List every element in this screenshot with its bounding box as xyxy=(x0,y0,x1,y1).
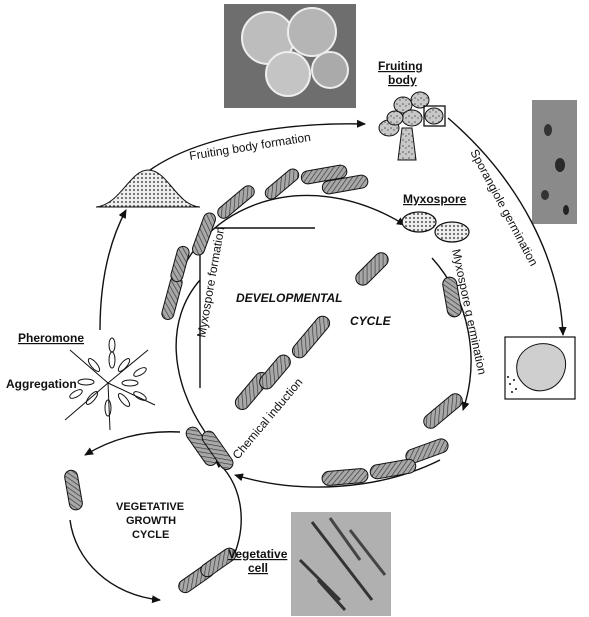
sporangiole-drawing xyxy=(505,337,575,399)
mound-drawing xyxy=(96,170,200,207)
fruiting-body-formation-label: Fruiting body formation xyxy=(188,130,311,163)
vegetative-cell-label-line1: Vegetative xyxy=(228,547,288,561)
aggregation-label: Aggregation xyxy=(6,377,77,391)
fruiting-body-drawing xyxy=(379,92,445,160)
arrow-aggregation-to-mound xyxy=(100,210,126,330)
sporangiole-germination-label: Sporangiole germination xyxy=(467,147,540,268)
micrograph-fruiting-body xyxy=(224,4,356,108)
arrow-veg-to-aggregation xyxy=(85,432,180,455)
vegetative-cell-label-line2: cell xyxy=(248,561,268,575)
developmental-cycle-label-line1: DEVELOPMENTAL xyxy=(236,291,342,305)
pheromone-label: Pheromone xyxy=(18,331,84,345)
aggregation-star xyxy=(65,338,155,430)
micrograph-vegetative-cells xyxy=(291,512,391,616)
cell-rods xyxy=(64,164,465,595)
myxospores xyxy=(402,212,469,242)
fruiting-body-label-line1: Fruiting xyxy=(378,59,423,73)
developmental-cycle-label-line2: CYCLE xyxy=(350,314,392,328)
fruiting-body-label-line2: body xyxy=(388,73,417,87)
vegetative-growth-cycle-line1: VEGETATIVE xyxy=(116,501,184,513)
micrograph-germination xyxy=(532,100,577,224)
myxospore-label: Myxospore xyxy=(403,192,467,206)
vegetative-growth-cycle-line3: CYCLE xyxy=(132,529,169,541)
vegetative-growth-cycle-line2: GROWTH xyxy=(126,515,176,527)
